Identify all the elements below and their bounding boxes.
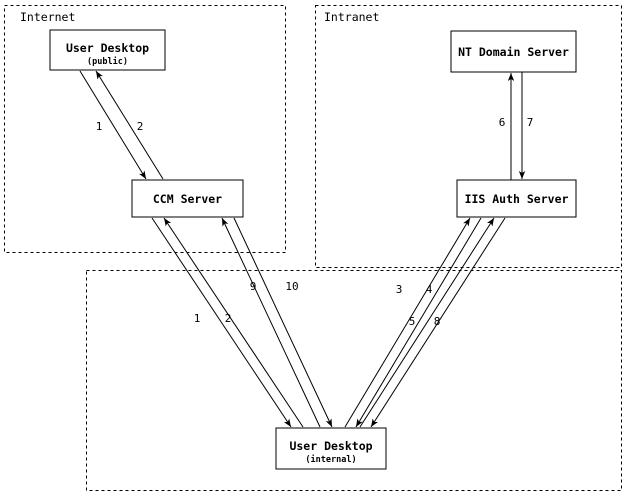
- flow-internal-desktop-to-ccm-2-line: [163, 217, 304, 428]
- flow-internal-desktop-to-iis-3-line: [344, 217, 471, 428]
- step-label-7: 7: [527, 116, 534, 129]
- zone-internal-lan-border: [86, 270, 622, 491]
- node-user-desktop-internal-title: User Desktop: [289, 439, 372, 453]
- flow-internal-desktop-to-iis-5-line: [359, 217, 495, 428]
- flow-group-ccm-internal-right: [221, 217, 333, 428]
- zone-internet-border: [4, 5, 286, 253]
- step-number-labels: 1 2 6 7 9 10 3 4 1 2 5 8: [96, 116, 534, 328]
- step-label-5: 5: [409, 315, 416, 328]
- node-user-desktop-public-subtitle: (public): [87, 56, 128, 67]
- node-iis-auth-server-rect[interactable]: [456, 179, 577, 218]
- step-label-6: 6: [499, 116, 506, 129]
- flow-internal-desktop-to-ccm-9-line: [221, 217, 321, 428]
- flow-public-desktop-to-ccm-line: [79, 70, 147, 180]
- node-ccm-server[interactable]: CCM Server: [131, 179, 244, 218]
- flow-group-iis-ntdomain: [507, 72, 526, 180]
- flow-ccm-to-public-desktop-line: [95, 70, 164, 180]
- step-label-2-internal: 2: [225, 312, 232, 325]
- node-user-desktop-public-rect[interactable]: [49, 29, 166, 71]
- flow-iis-to-internal-desktop-4-line: [355, 217, 482, 428]
- node-user-desktop-internal[interactable]: User Desktop (internal): [275, 427, 387, 470]
- flow-iis-to-internal-desktop-8-line: [370, 217, 506, 428]
- node-user-desktop-internal-rect[interactable]: [275, 427, 387, 470]
- node-nt-domain-server-rect[interactable]: [450, 30, 577, 73]
- zone-intranet-border: [315, 5, 622, 268]
- step-label-1-public: 1: [96, 120, 103, 133]
- step-label-2-public: 2: [137, 120, 144, 133]
- flow-ccm-to-internal-desktop-1-line: [151, 217, 292, 428]
- node-user-desktop-public[interactable]: User Desktop (public): [49, 29, 166, 71]
- node-user-desktop-internal-subtitle: (internal): [305, 454, 356, 465]
- flow-group-iis-internal-outer: [359, 217, 506, 428]
- step-label-3: 3: [396, 283, 403, 296]
- step-label-4: 4: [426, 283, 433, 296]
- node-nt-domain-server[interactable]: NT Domain Server: [450, 30, 577, 73]
- zone-label-intranet: Intranet: [324, 10, 379, 24]
- flow-group-ccm-internal-left: [151, 217, 304, 428]
- zone-boundaries: [4, 5, 622, 491]
- zone-label-internet: Internet: [20, 10, 75, 24]
- node-nt-domain-server-title: NT Domain Server: [458, 45, 569, 59]
- step-label-9: 9: [250, 280, 257, 293]
- node-user-desktop-public-title: User Desktop: [66, 41, 149, 55]
- step-label-8: 8: [434, 315, 441, 328]
- node-iis-auth-server[interactable]: IIS Auth Server: [456, 179, 577, 218]
- node-iis-auth-server-title: IIS Auth Server: [465, 192, 569, 206]
- flow-group-iis-internal-inner: [344, 217, 482, 428]
- node-ccm-server-rect[interactable]: [131, 179, 244, 218]
- node-ccm-server-title: CCM Server: [153, 192, 222, 206]
- step-label-10: 10: [285, 280, 298, 293]
- flow-group-public-ccm: [79, 70, 164, 180]
- step-label-1-internal: 1: [194, 312, 201, 325]
- flow-ccm-to-internal-desktop-10-line: [233, 217, 333, 428]
